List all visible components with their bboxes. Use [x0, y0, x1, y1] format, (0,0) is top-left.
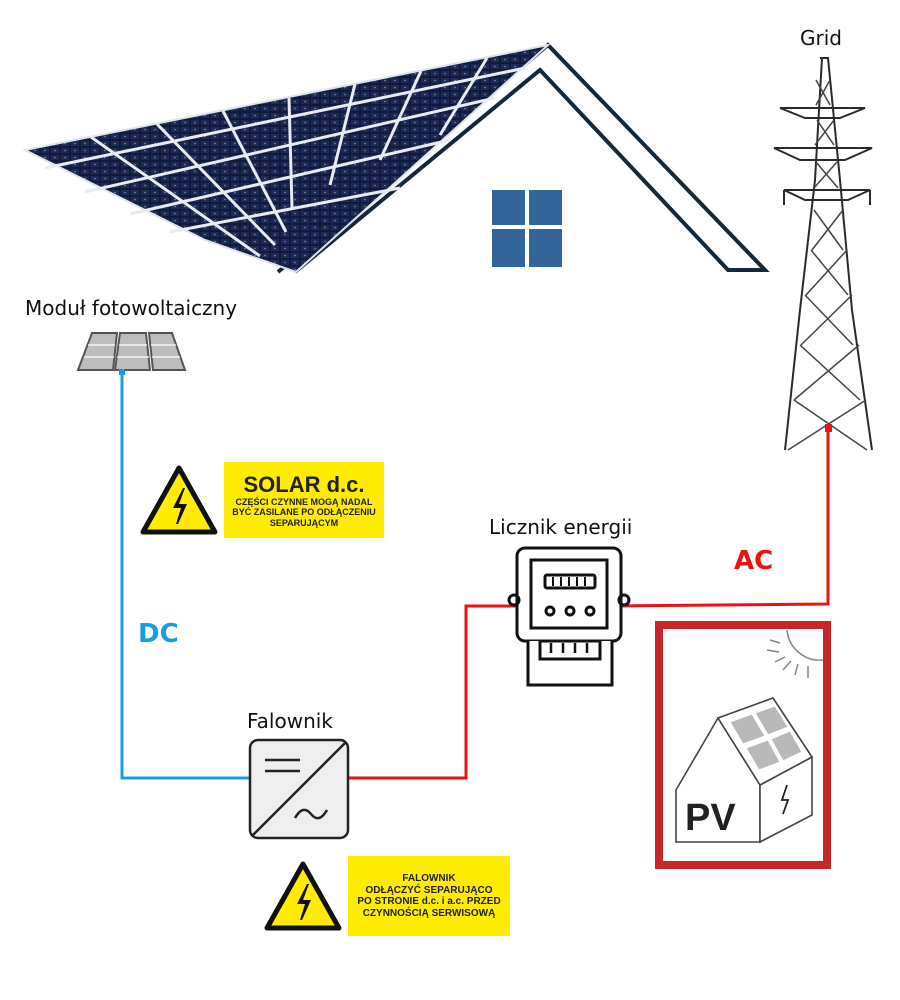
inverter-sign-line: FALOWNIK: [402, 873, 456, 884]
solar-dc-sign-title: SOLAR d.c.: [243, 471, 365, 497]
inverter-sign-line: CZYNNOŚCIĄ SERWISOWĄ: [362, 907, 496, 919]
house-window: [492, 190, 562, 267]
energy-meter-icon: [507, 546, 631, 687]
dc-label: DC: [138, 619, 179, 649]
inverter-sign-line: ODŁĄCZYĆ SEPARUJĄCO: [365, 884, 493, 896]
grid-label: Grid: [800, 26, 842, 50]
pv-warning-badge: PV: [655, 621, 831, 869]
transmission-tower-icon: [773, 57, 873, 451]
high-voltage-warning-icon: [134, 456, 224, 544]
pv-module-label: Moduł fotowoltaiczny: [25, 296, 238, 320]
inverter-warning-sign: FALOWNIK ODŁĄCZYĆ SEPARUJĄCO PO STRONIE …: [258, 852, 510, 940]
solar-dc-sign-line: CZĘŚCI CZYNNE MOGĄ NADAL: [235, 497, 373, 508]
solar-dc-sign-line: SEPARUJĄCYM: [269, 517, 339, 528]
inverter-sign-line: PO STRONIE d.c. i a.c. PRZED: [357, 896, 501, 907]
inverter-label: Falownik: [247, 709, 333, 733]
ac-label: AC: [734, 546, 774, 576]
ac-wire-meter-grid: [613, 428, 830, 608]
high-voltage-warning-icon: [258, 852, 348, 940]
meter-label: Licznik energii: [489, 515, 633, 539]
pv-module-icon: [76, 332, 187, 371]
pv-badge-text: PV: [685, 797, 736, 839]
solar-dc-warning-sign: SOLAR d.c. CZĘŚCI CZYNNE MOGĄ NADAL BYĆ …: [134, 456, 384, 544]
dc-wire: [120, 372, 258, 780]
solar-dc-sign-line: BYĆ ZASILANE PO ODŁĄCZENIU: [232, 507, 376, 518]
ac-wire-inverter-meter: [340, 604, 523, 780]
inverter-icon: [248, 738, 350, 840]
roof-solar-array: [21, 43, 552, 274]
